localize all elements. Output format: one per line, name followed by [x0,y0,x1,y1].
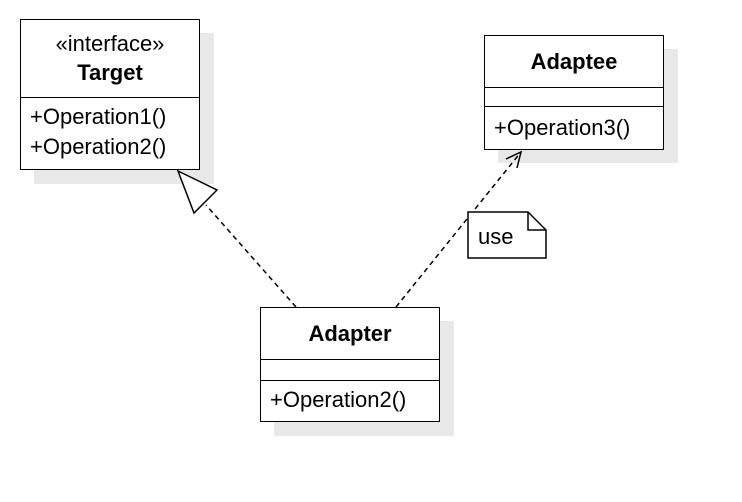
class-adapter-operations: +Operation2() [261,381,439,419]
realization-line [205,204,297,308]
operation-item: +Operation2() [270,387,407,412]
class-adaptee-operations: +Operation3() [485,107,663,147]
class-adapter-header: Adapter [261,308,439,360]
operation-item: +Operation2() [30,134,167,159]
class-target[interactable]: «interface» Target +Operation1() +Operat… [20,19,200,170]
class-adaptee-attributes [485,88,663,107]
class-adaptee-header: Adaptee [485,36,663,88]
realization-arrowhead [176,169,219,215]
operation-item: +Operation3() [494,115,631,140]
class-adaptee-name: Adaptee [530,48,618,74]
class-adaptee[interactable]: Adaptee +Operation3() [484,35,664,150]
class-target-name: Target [77,59,143,85]
class-target-operations: +Operation1() +Operation2() [21,98,199,166]
operation-item: +Operation1() [30,104,167,129]
note-shape [467,211,547,259]
note-fold [527,212,546,231]
class-adapter-name: Adapter [308,320,392,346]
dependency-line [395,151,522,308]
dependency-arrowhead [505,150,523,169]
class-target-stereotype: «interface» [55,30,165,56]
class-target-header: «interface» Target [21,20,199,98]
class-adapter-attributes [261,360,439,381]
class-adapter[interactable]: Adapter +Operation2() [260,307,440,422]
note-label: use [478,224,514,249]
